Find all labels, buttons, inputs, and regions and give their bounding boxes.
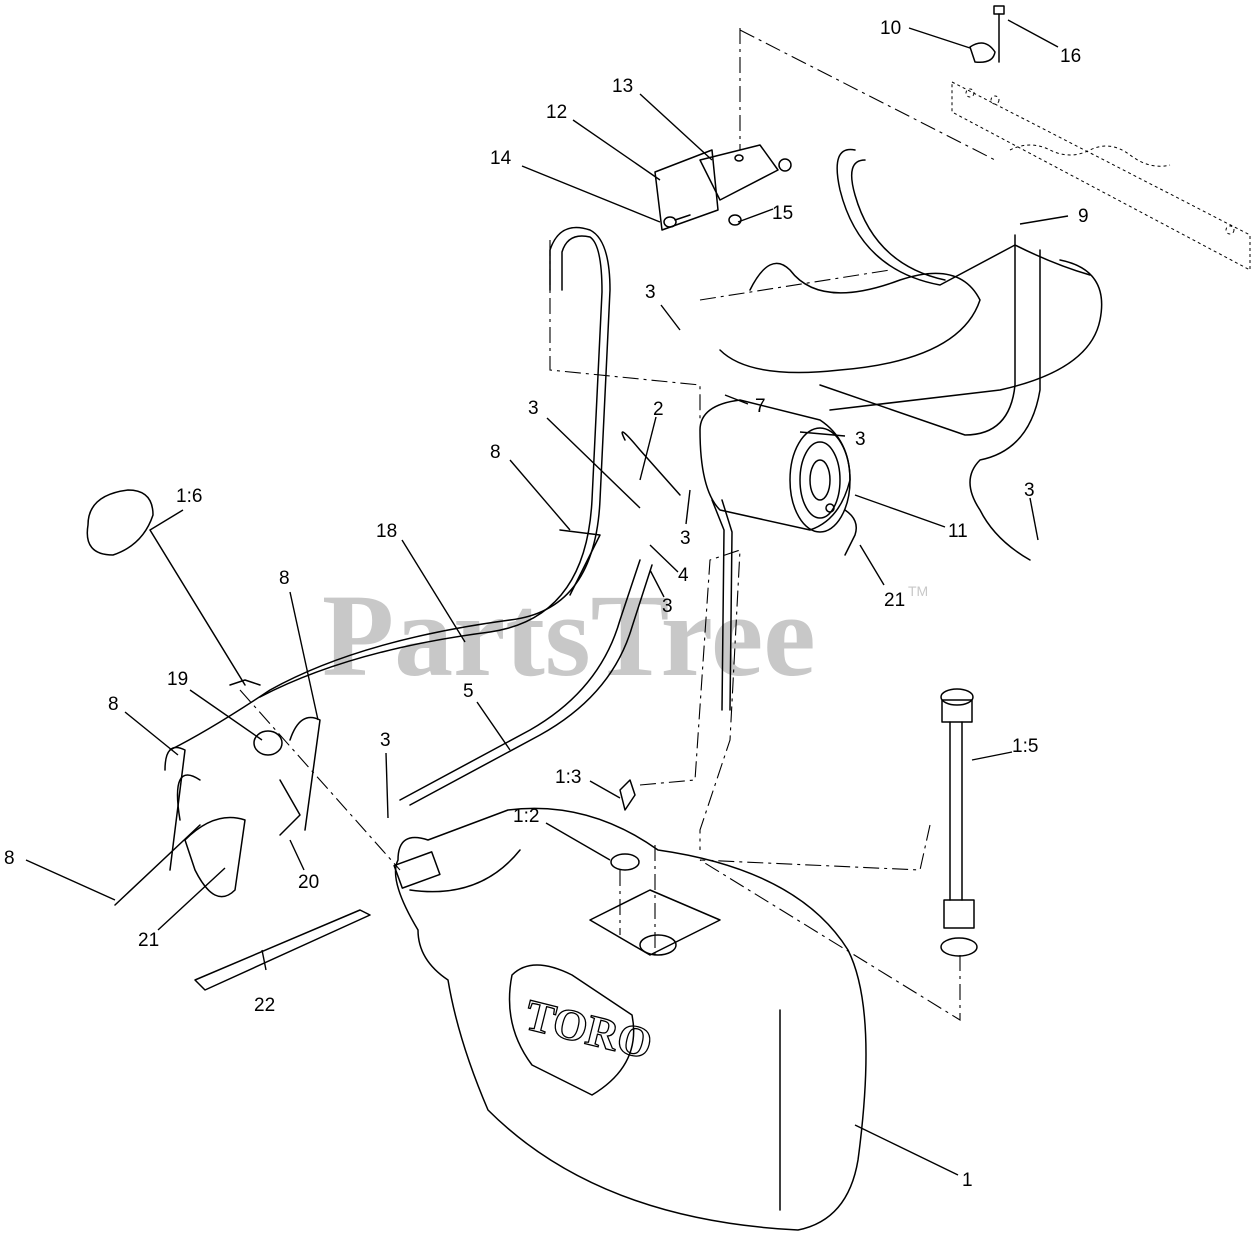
fuel-gauge-part-1-5 xyxy=(940,688,978,957)
callout-9: 9 xyxy=(1078,206,1089,227)
charcoal-canister-part-11 xyxy=(699,399,857,556)
elbow-fitting-part-1-3 xyxy=(619,779,636,811)
callout-3-g: 3 xyxy=(380,730,391,751)
callout-15: 15 xyxy=(772,203,793,224)
frame-rail xyxy=(951,81,1251,271)
callout-8-a: 8 xyxy=(490,442,501,463)
fuel-cap-part-1-6 xyxy=(86,489,261,686)
callout-21-a: 21 xyxy=(884,590,905,611)
callout-8-d: 8 xyxy=(4,848,15,869)
hose-part-21 xyxy=(184,816,246,898)
nut-part-15 xyxy=(728,158,792,226)
callout-3-e: 3 xyxy=(1024,480,1035,501)
callout-22: 22 xyxy=(254,995,275,1016)
callout-5: 5 xyxy=(463,681,474,702)
callout-16: 16 xyxy=(1060,46,1081,67)
callout-8-c: 8 xyxy=(108,694,119,715)
leader-lines xyxy=(25,19,1069,1176)
callout-7: 7 xyxy=(755,396,766,417)
callout-20: 20 xyxy=(298,872,319,893)
callout-3-f: 3 xyxy=(662,596,673,617)
callout-1-3: 1:3 xyxy=(555,767,581,788)
callout-19: 19 xyxy=(167,669,188,690)
watermark-text: PartsTree xyxy=(322,570,816,701)
fitting-part-20 xyxy=(279,779,301,836)
hose-clamp-part-10 xyxy=(969,42,996,64)
callout-8-b: 8 xyxy=(279,568,290,589)
hose-loop xyxy=(169,226,611,821)
watermark-trademark: TM xyxy=(908,583,928,599)
callout-14: 14 xyxy=(490,148,512,169)
screw-part-14 xyxy=(663,214,691,228)
callout-2: 2 xyxy=(653,399,664,420)
callout-10: 10 xyxy=(880,18,901,39)
callout-21-b: 21 xyxy=(138,930,159,951)
callout-1-5: 1:5 xyxy=(1012,736,1038,757)
callout-1-2: 1:2 xyxy=(513,806,539,827)
callout-1-6: 1:6 xyxy=(176,486,202,507)
clamp-part-19 xyxy=(253,730,283,756)
callout-3-c: 3 xyxy=(528,398,539,419)
callout-1: 1 xyxy=(962,1170,973,1191)
callout-3-a: 3 xyxy=(645,282,656,303)
tie-strap-part-22 xyxy=(194,909,371,991)
fuel-line-part-5 xyxy=(399,559,653,806)
bolt-part-16 xyxy=(993,5,1005,63)
vapor-hose-part-9 xyxy=(719,148,1103,561)
hose-part-2 xyxy=(621,431,681,496)
callout-18: 18 xyxy=(376,521,397,542)
callout-3-b: 3 xyxy=(855,429,866,450)
hose-tube-center xyxy=(711,499,733,711)
tank-logo-text: TORO xyxy=(520,990,657,1069)
callout-11: 11 xyxy=(948,521,968,542)
fuel-tank-part-1: TORO xyxy=(393,807,867,1231)
callout-3-d: 3 xyxy=(680,528,691,549)
callout-13: 13 xyxy=(612,76,633,97)
grommet-part-1-2 xyxy=(610,853,640,871)
callout-4: 4 xyxy=(678,565,689,586)
callout-labels: 10 16 13 12 14 15 9 3 7 3 2 3 8 3 11 3 1… xyxy=(4,18,1089,1191)
callout-12: 12 xyxy=(546,102,567,123)
